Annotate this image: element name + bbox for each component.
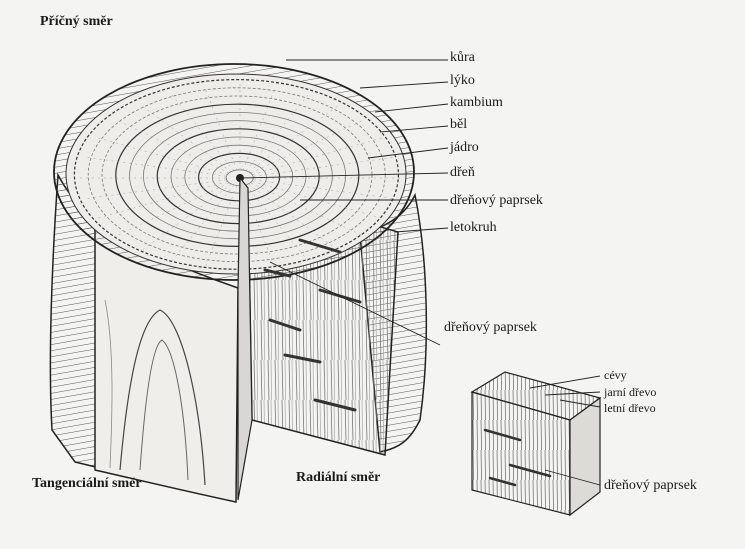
label-heartwood: jádro: [450, 140, 479, 155]
grain-arch: [119, 309, 206, 486]
label-phloem: lýko: [450, 73, 475, 88]
medullary-ray-line: [140, 184, 232, 252]
medullary-ray-line: [140, 104, 232, 172]
label-cross-section: Příčný směr: [40, 14, 113, 29]
label-detail-ray: dřeňový paprsek: [604, 478, 697, 493]
label-sapwood: běl: [450, 117, 468, 132]
label-bark: kůra: [450, 50, 475, 65]
label-radial: Radiální směr: [296, 470, 381, 485]
label-radial-ray: dřeňový paprsek: [444, 320, 537, 335]
leader-lines: [239, 59, 601, 486]
label-tangential: Tangenciální směr: [32, 476, 142, 491]
medullary-ray-line: [248, 184, 340, 252]
label-vessels: cévy: [604, 368, 627, 382]
label-medullary-ray: dřeňový paprsek: [450, 193, 543, 208]
label-cambium: kambium: [450, 95, 503, 110]
label-earlywood: jarní dřevo: [604, 385, 657, 399]
label-pith: dřeň: [450, 165, 475, 180]
label-growth-ring: letokruh: [450, 220, 497, 235]
medullary-ray-line: [248, 104, 340, 172]
label-latewood: letní dřevo: [604, 401, 656, 415]
